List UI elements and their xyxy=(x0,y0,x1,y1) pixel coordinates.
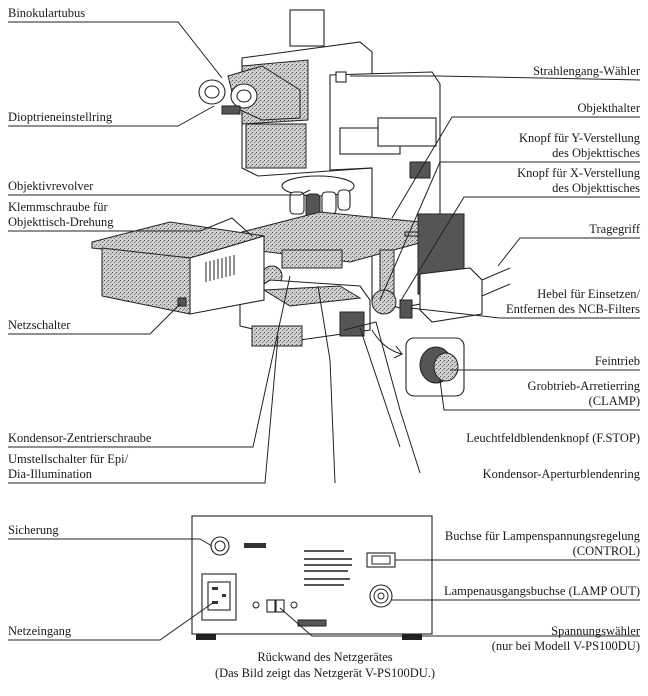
label-specimen-holder: Objekthalter xyxy=(577,101,640,115)
power-switch xyxy=(177,297,187,307)
control-socket xyxy=(366,552,396,568)
field-diaphragm xyxy=(339,311,365,337)
psu-rear-panel-illustration xyxy=(191,515,433,640)
lamp-out-socket xyxy=(369,584,393,608)
caption-title: Rückwand des Netzgerätes xyxy=(257,650,393,664)
caption-subtitle: (Das Bild zeigt das Netzgerät V-PS100DU.… xyxy=(214,666,436,680)
label-mains-inlet: Netzeingang xyxy=(8,624,72,638)
label-fine-focus: Feintrieb xyxy=(594,354,640,368)
label-field-diaphragm-knob: Leuchtfeldblendenknopf (F.STOP) xyxy=(466,431,640,445)
fuse-holder xyxy=(210,536,230,556)
label-x-stage-knob: Knopf für X-Verstellung des Objekttische… xyxy=(517,166,640,195)
label-light-path-selector: Strahlengang-Wähler xyxy=(533,64,640,78)
arm-plate-2 xyxy=(377,117,437,147)
label-binocular-tube: Binokulartubus xyxy=(8,6,86,20)
condenser xyxy=(281,249,343,269)
label-nosepiece: Objektivrevolver xyxy=(8,179,94,193)
lamp-house xyxy=(419,267,483,323)
label-carrying-handle: Tragegriff xyxy=(589,222,640,236)
label-diopter-ring: Dioptrieneinstellring xyxy=(8,110,113,124)
diopter-ring xyxy=(221,105,241,115)
label-condenser-centering-screw: Kondensor-Zentrierschraube xyxy=(8,431,152,445)
label-fuse: Sicherung xyxy=(8,523,59,537)
path-selector-switch xyxy=(335,71,347,83)
psu-side xyxy=(189,235,265,315)
label-ncb-filter-lever: Hebel für Einsetzen/ Entfernen des NCB-F… xyxy=(505,287,640,316)
binocular-tube xyxy=(198,65,301,121)
label-control-socket: Buchse für Lampenspannungsregelung (CONT… xyxy=(444,529,640,558)
microscope-illustration xyxy=(91,9,511,397)
right-focus-knob xyxy=(371,289,397,315)
label-coarse-focus-clamp: Grobtrieb-Arretierring (CLAMP) xyxy=(527,379,640,408)
label-condenser-aperture-ring: Kondensor-Aperturblendenring xyxy=(482,467,640,481)
label-lamp-out-socket: Lampenausgangsbuchse (LAMP OUT) xyxy=(443,584,640,598)
voltage-switch xyxy=(266,599,276,613)
label-epi-dia-switch: Umstellschalter für Epi/ Dia-Illuminatio… xyxy=(8,452,129,481)
leader-lines xyxy=(8,21,641,641)
label-y-stage-knob: Knopf für Y-Verstellung des Objekttische… xyxy=(518,131,640,160)
head-lower-panel xyxy=(245,123,307,169)
psu-front xyxy=(101,247,191,315)
label-voltage-selector: Spannungswähler (nur bei Modell V-PS100D… xyxy=(491,624,640,653)
label-power-switch: Netzschalter xyxy=(8,318,71,332)
ncb-lever xyxy=(399,299,413,319)
label-stage-rotation-clamp: Klemmschraube für Objekttisch-Drehung xyxy=(8,200,114,229)
camera-port xyxy=(289,9,325,47)
